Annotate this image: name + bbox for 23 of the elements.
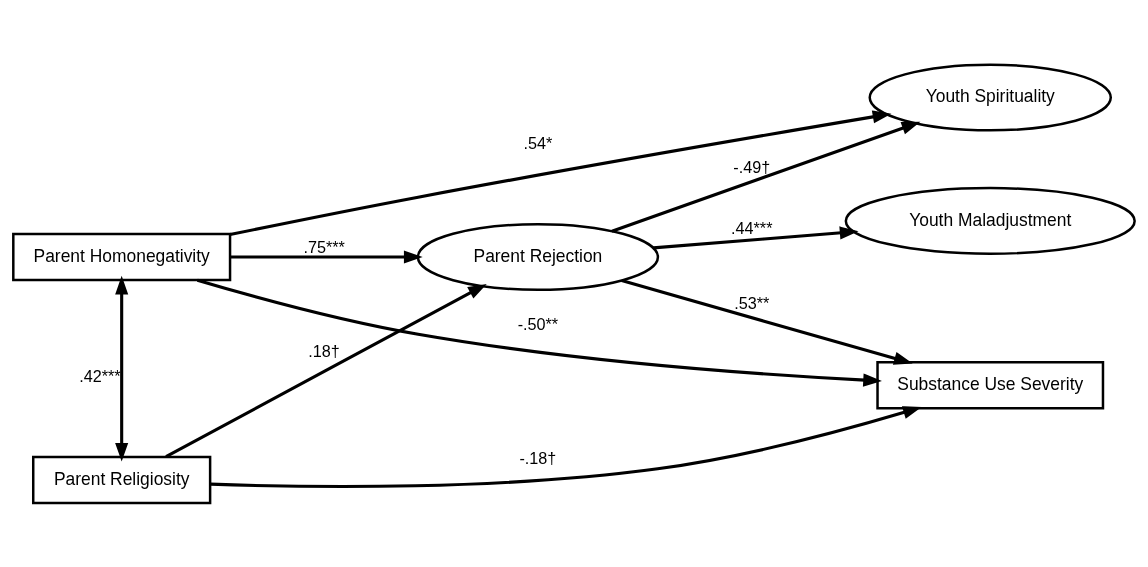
arrow <box>196 278 882 387</box>
arrow <box>230 249 423 264</box>
arrow <box>621 278 913 365</box>
edge-label: -.50** <box>517 314 559 333</box>
arrow <box>229 109 892 236</box>
edge-label: .53** <box>734 293 770 312</box>
node-box: Substance Use Severity <box>876 360 1105 410</box>
arrow <box>611 121 921 233</box>
arrow <box>165 283 487 458</box>
edge-label: -.18† <box>519 448 557 467</box>
edge-label: .44*** <box>731 218 773 237</box>
node-ellipse: Youth Maladjustment <box>844 186 1136 255</box>
edge-label: .75*** <box>303 237 345 256</box>
edge-label: .54* <box>523 133 553 152</box>
edge-label: .42*** <box>79 366 121 385</box>
edge-label: .18† <box>308 341 340 360</box>
arrow <box>115 275 129 462</box>
node-box: Parent Religiosity <box>32 455 212 504</box>
node-ellipse: Parent Rejection <box>416 222 660 291</box>
node-box: Parent Homonegativity <box>12 232 232 281</box>
arrow <box>210 405 922 488</box>
arrow <box>653 225 859 249</box>
edge-label: -.49† <box>733 157 771 176</box>
